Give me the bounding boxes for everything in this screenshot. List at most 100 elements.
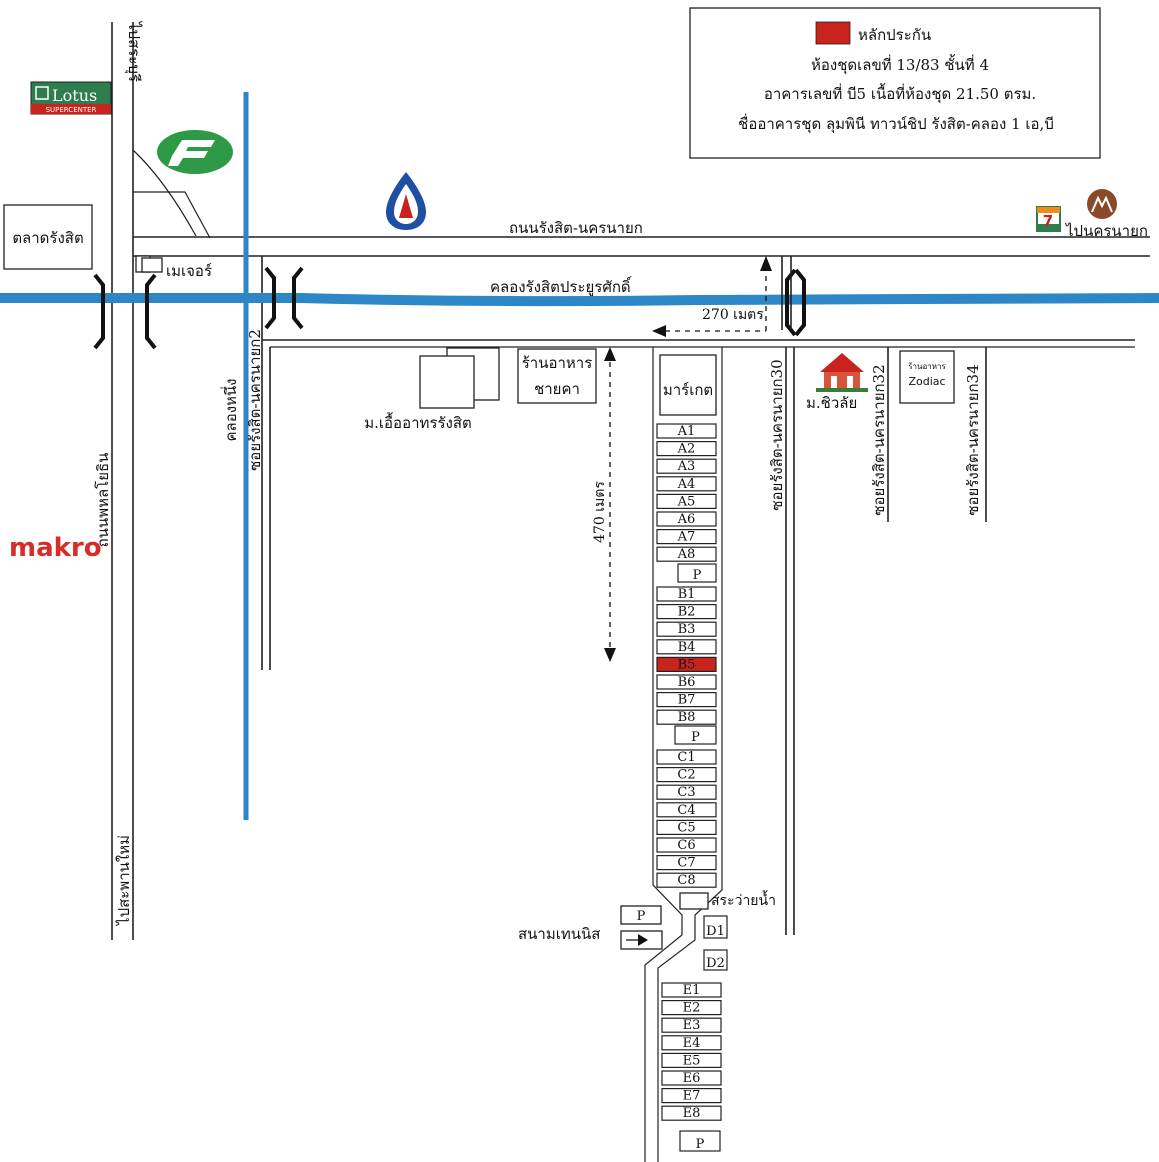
svg-text:C4: C4 — [677, 803, 695, 818]
svg-text:P: P — [693, 568, 702, 583]
project-road — [644, 347, 723, 1162]
svg-text:เมเจอร์: เมเจอร์ — [166, 262, 212, 280]
svg-text:B8: B8 — [678, 710, 696, 725]
talad-rangsit: ตลาดรังสิต — [3, 204, 93, 270]
building-b4: B4 — [656, 639, 717, 655]
svg-text:A6: A6 — [677, 512, 696, 527]
svg-text:E6: E6 — [683, 1071, 701, 1086]
building-c5: C5 — [656, 819, 717, 835]
svg-text:E8: E8 — [683, 1106, 701, 1121]
building-a1: A1 — [656, 423, 717, 439]
legend-box: หลักประกัน ห้องชุดเลขที่ 13/83 ชั้นที่ 4… — [689, 7, 1101, 159]
to-saphan-mai-label: ไปสะพานใหม่ — [115, 835, 133, 926]
soi-2-label: ซอยรังสิต-นครนายก2 — [246, 329, 264, 471]
parking-b: P — [674, 725, 717, 745]
main-road-label: ถนนรังสิต-นครนายก — [509, 219, 643, 237]
svg-text:E5: E5 — [683, 1053, 701, 1068]
building-e1: E1 — [661, 982, 722, 998]
svg-text:A2: A2 — [677, 442, 696, 457]
building-c8: C8 — [656, 872, 717, 888]
khlong-nueng-label: คลองหนึ่ง — [220, 378, 240, 441]
building-b8: B8 — [656, 709, 717, 725]
svg-text:E4: E4 — [683, 1036, 701, 1051]
svg-text:B4: B4 — [678, 640, 696, 655]
distance-470-label: 470 เมตร — [592, 481, 608, 543]
building-c4: C4 — [656, 802, 717, 818]
legend-line-1: ห้องชุดเลขที่ 13/83 ชั้นที่ 4 — [811, 54, 989, 75]
parking-a: P — [677, 563, 717, 583]
svg-text:E2: E2 — [683, 1001, 701, 1016]
building-e8: E8 — [661, 1105, 722, 1121]
svg-text:7: 7 — [1043, 212, 1053, 230]
svg-text:C5: C5 — [677, 820, 695, 835]
ua-arthorn-village: ม.เอื้ออาทรรังสิต — [364, 347, 500, 432]
building-b5: B5 — [656, 656, 717, 672]
ramp-road — [132, 149, 197, 237]
soi-30-road — [781, 256, 795, 935]
svg-text:สระว่ายน้ำ: สระว่ายน้ำ — [711, 890, 776, 909]
svg-text:Zodiac: Zodiac — [908, 375, 945, 388]
rangsit-nakhon-nayok-road — [133, 236, 1150, 257]
svg-text:P: P — [637, 909, 646, 924]
building-b1: B1 — [656, 586, 717, 602]
building-c6: C6 — [656, 837, 717, 853]
bridge-markers — [93, 266, 806, 350]
building-e5: E5 — [661, 1052, 722, 1068]
svg-text:สนามเทนนิส: สนามเทนนิส — [518, 925, 600, 943]
legend-swatch — [815, 21, 851, 45]
svg-text:มาร์เกต: มาร์เกต — [663, 381, 713, 399]
svg-text:ตลาดรังสิต: ตลาดรังสิต — [12, 229, 83, 247]
canal-main-label: คลองรังสิตประยูรศักดิ์ — [490, 276, 633, 296]
zodiac-restaurant: ร้านอาหาร Zodiac — [899, 350, 955, 404]
building-c1: C1 — [656, 749, 717, 765]
mountain-logo — [1087, 189, 1117, 219]
svg-text:C8: C8 — [677, 873, 695, 888]
building-b6: B6 — [656, 674, 717, 690]
building-e2: E2 — [661, 999, 722, 1016]
svg-text:D1: D1 — [706, 924, 725, 939]
legend-item-label: หลักประกัน — [858, 26, 931, 44]
makro-logo: makro — [9, 533, 102, 563]
lotus-logo: Lotus SUPERCENTER — [30, 81, 112, 115]
building-a3: A3 — [656, 458, 717, 474]
svg-text:B5: B5 — [678, 657, 696, 672]
soi-34-label: ซอยรังสิต-นครนายก34 — [964, 364, 982, 515]
svg-text:B2: B2 — [678, 605, 696, 620]
building-a7: A7 — [656, 528, 717, 545]
market: มาร์เกต — [659, 354, 717, 416]
svg-text:A3: A3 — [677, 459, 696, 474]
building-e3: E3 — [661, 1017, 722, 1033]
parking-e: P — [679, 1130, 721, 1152]
tennis-parking: P — [620, 905, 662, 925]
building-a2: A2 — [656, 441, 717, 457]
major-cineplex: เมเจอร์ — [135, 255, 212, 280]
restaurant-chaikha: ร้านอาหาร ชายคา — [517, 348, 597, 404]
svg-text:A8: A8 — [677, 547, 696, 562]
soi-2-road — [261, 256, 271, 670]
building-c2: C2 — [656, 766, 717, 783]
building-c3: C3 — [656, 784, 717, 800]
legend-line-2: อาคารเลขที่ บี5 เนื้อที่ห้องชุด 21.50 ตร… — [764, 83, 1036, 104]
building-a5: A5 — [656, 493, 717, 509]
ptt-logo — [386, 172, 426, 230]
svg-text:P: P — [696, 1137, 705, 1152]
svg-text:E7: E7 — [683, 1089, 701, 1104]
university-label: ม.ชิวลัย — [806, 394, 857, 412]
svg-text:A1: A1 — [677, 424, 696, 439]
ramp-road — [133, 191, 211, 239]
svg-text:C2: C2 — [677, 768, 695, 783]
svg-text:E3: E3 — [683, 1018, 701, 1033]
to-saraburi-label: ไปสระบุรี — [124, 21, 143, 82]
svg-text:C7: C7 — [677, 856, 695, 871]
building-e6: E6 — [661, 1070, 722, 1086]
building-b7: B7 — [656, 691, 717, 708]
svg-text:ร้านอาหาร: ร้านอาหาร — [522, 354, 593, 372]
building-b3: B3 — [656, 621, 717, 637]
svg-text:B3: B3 — [678, 622, 696, 637]
building-d2: D2 — [703, 949, 728, 971]
svg-text:A5: A5 — [677, 494, 696, 509]
svg-text:ชายคา: ชายคา — [534, 380, 580, 398]
svg-text:ม.เอื้ออาทรรังสิต: ม.เอื้ออาทรรังสิต — [364, 412, 471, 432]
phahonyothin-road — [111, 22, 134, 940]
